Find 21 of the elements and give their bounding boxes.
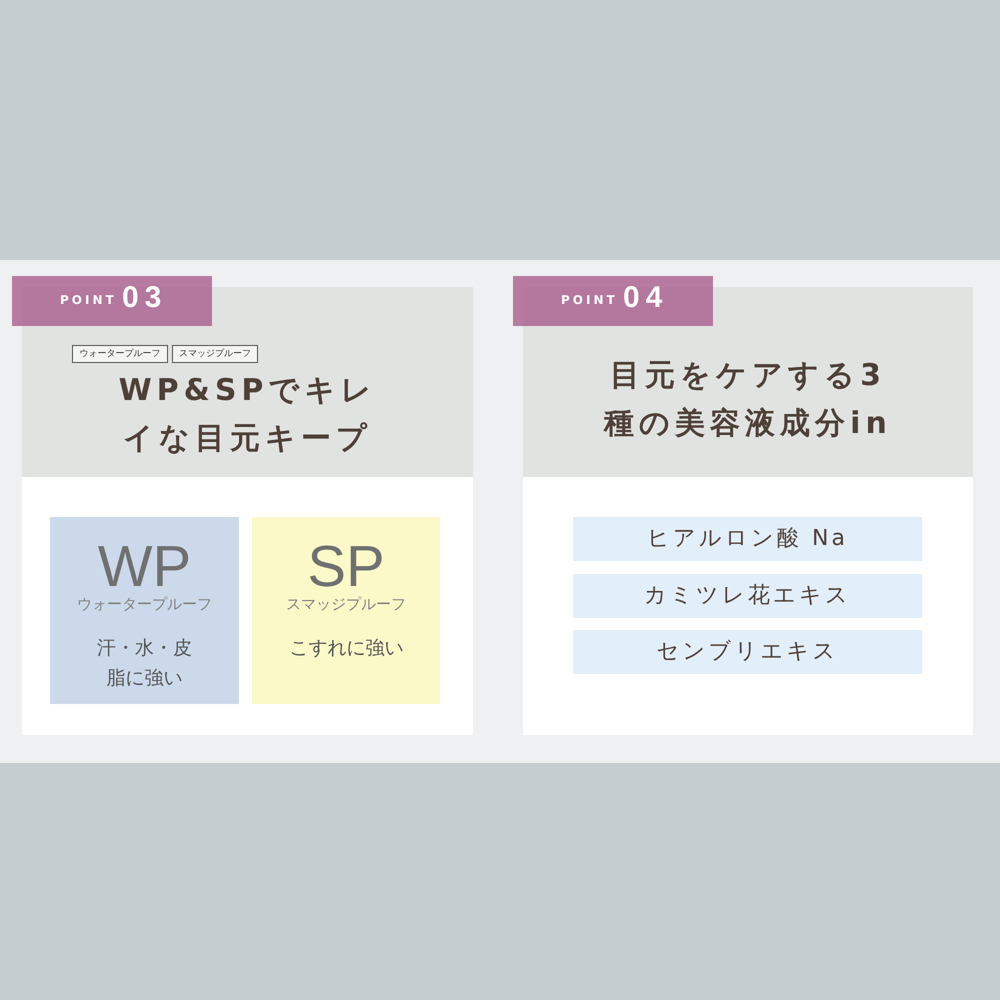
tag-label: スマッジプルーフ — [172, 345, 258, 363]
feature-name: スマッジプルーフ — [285, 595, 407, 614]
headline: 目元をケアする3種の美容液成分in — [602, 357, 893, 443]
point-number: 04 — [623, 281, 668, 315]
ingredient-bar: カミツレ花エキス — [573, 574, 922, 618]
feature-description: 汗・水・皮脂に強い — [96, 636, 193, 691]
feature-card — [50, 517, 239, 704]
point-number: 03 — [122, 281, 168, 315]
feature-card — [252, 517, 440, 704]
headline: WP&SPでキレイな目元キープ — [118, 372, 378, 458]
point-badge — [12, 276, 212, 326]
header-band — [22, 287, 473, 477]
point-badge — [513, 276, 713, 326]
ingredient-bar: ヒアルロン酸 Na — [573, 517, 922, 561]
badge-label: POINT — [561, 293, 618, 307]
tag-label: ウォータープルーフ — [72, 345, 168, 363]
feature-name: ウォータープルーフ — [76, 595, 213, 614]
header-band — [523, 287, 973, 477]
feature-description: こすれに強い — [288, 636, 404, 661]
badge-label: POINT — [60, 293, 117, 307]
ingredient-bar: センブリエキス — [573, 630, 922, 674]
